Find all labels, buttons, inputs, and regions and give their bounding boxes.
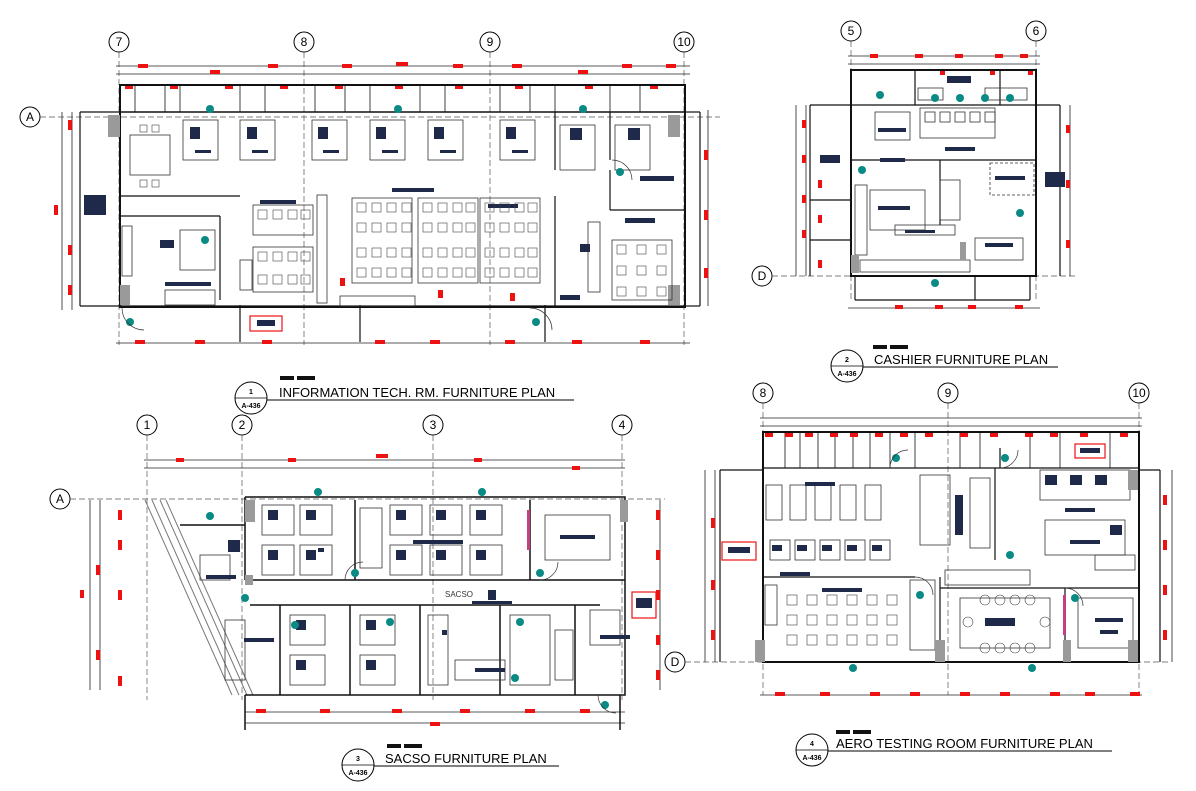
- grid-label: 8: [301, 35, 308, 49]
- title-block-2: 2 A-436 CASHIER FURNITURE PLAN: [830, 345, 1058, 383]
- grid-label: D: [758, 269, 767, 283]
- grid-label: D: [671, 655, 680, 669]
- grid-label: A: [26, 110, 34, 124]
- grid-label: 1: [144, 418, 151, 432]
- plan-title: INFORMATION TECH. RM. FURNITURE PLAN: [279, 385, 555, 400]
- grid-label: 9: [487, 35, 494, 49]
- sheet-ref: A-436: [837, 371, 856, 378]
- title-block-1: 1 A-436 INFORMATION TECH. RM. FURNITURE …: [234, 376, 574, 415]
- grid-label: 4: [619, 418, 626, 432]
- plan-number: 4: [810, 741, 814, 748]
- plan-number: 2: [845, 357, 849, 364]
- plan-information-tech: 7 8 9 10 A: [19, 31, 720, 345]
- plan-title: SACSO FURNITURE PLAN: [385, 751, 547, 766]
- grid-label: 2: [239, 418, 246, 432]
- sheet-ref: A-436: [241, 403, 260, 410]
- plan-number: 1: [249, 389, 253, 396]
- grid-label: 3: [430, 418, 437, 432]
- grid-label: 8: [760, 386, 767, 400]
- plan-title: CASHIER FURNITURE PLAN: [874, 352, 1048, 367]
- grid-label: 7: [116, 35, 123, 49]
- plan-sacso: 1 2 3 4 A: [49, 414, 665, 730]
- grid-label: 10: [677, 35, 691, 49]
- sheet-ref: A-436: [348, 770, 367, 777]
- plan-aero-testing: 8 9 10 D: [664, 382, 1173, 696]
- title-block-3: 3 A-436 SACSO FURNITURE PLAN: [341, 744, 559, 782]
- grid-label: 5: [848, 24, 855, 38]
- plan-title: AERO TESTING ROOM FURNITURE PLAN: [836, 736, 1093, 751]
- sheet-ref: A-436: [802, 755, 821, 762]
- grid-label: 10: [1132, 386, 1146, 400]
- grid-label: 6: [1033, 24, 1040, 38]
- grid-label: A: [56, 492, 64, 506]
- plan-number: 3: [356, 756, 360, 763]
- title-block-4: 4 A-436 AERO TESTING ROOM FURNITURE PLAN: [795, 730, 1112, 767]
- plan-cashier: 5 6 D: [751, 20, 1075, 309]
- room-label: SACSO: [445, 590, 473, 599]
- grid-label: 9: [945, 386, 952, 400]
